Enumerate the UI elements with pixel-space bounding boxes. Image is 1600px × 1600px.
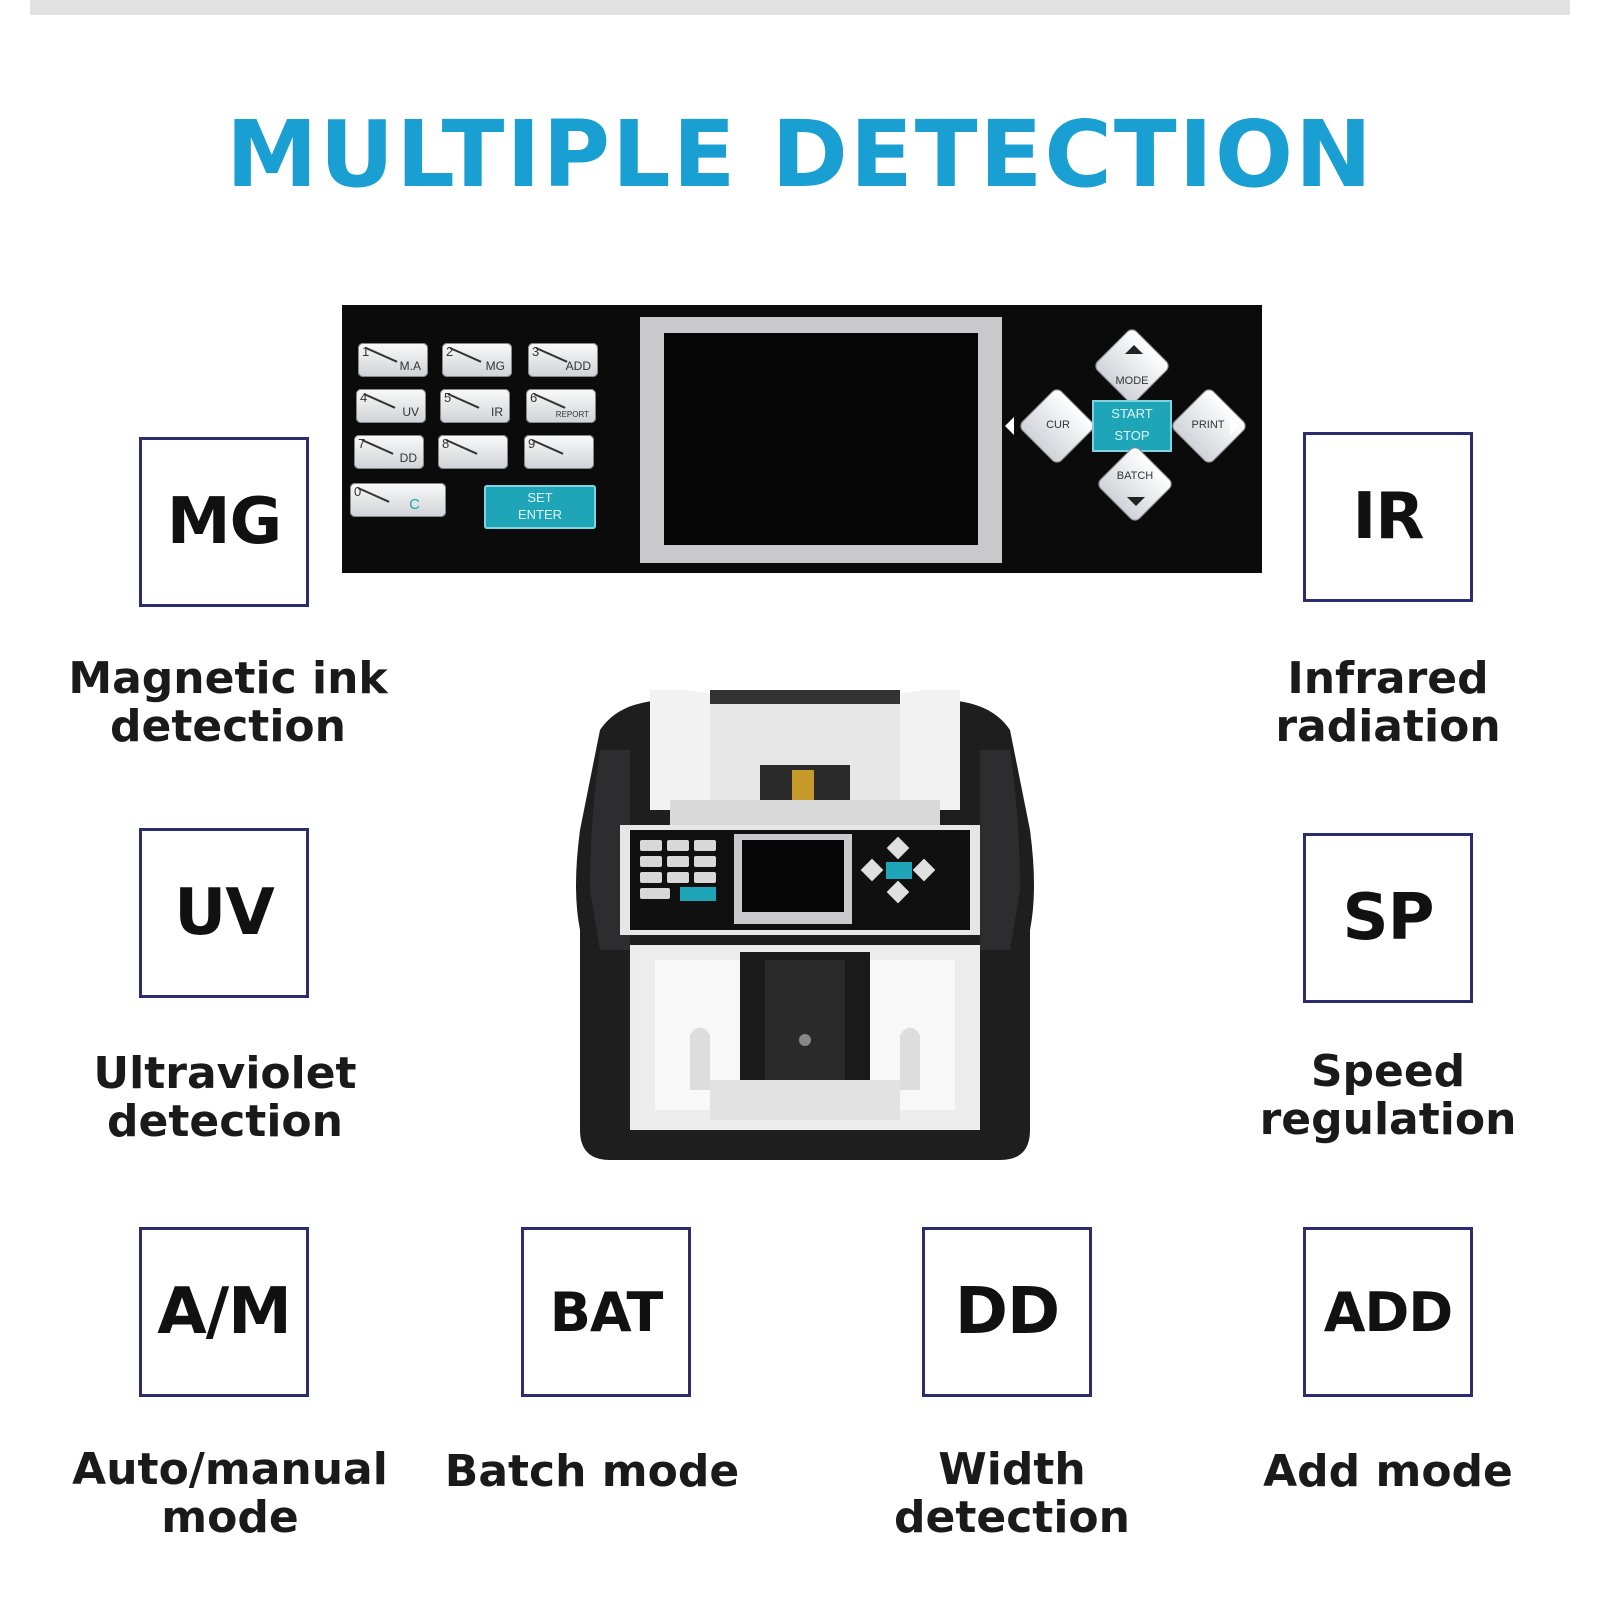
display-frame [640,317,1002,563]
control-panel-closeup: 1 M.A 2 MG 3 ADD 4 UV 5 IR 6 REPORT 7 DD… [342,305,1262,573]
feature-box-bat: BAT [521,1227,691,1397]
feature-label-sp: Speed regulation [1259,1046,1517,1145]
keypad-key-7[interactable]: 7 DD [354,435,424,469]
keypad-key-5[interactable]: 5 IR [440,389,510,423]
page-title: MULTIPLE DETECTION [225,101,1375,208]
feature-box-mg: MG [139,437,309,607]
feature-box-am: A/M [139,1227,309,1397]
keypad-key-4[interactable]: 4 UV [356,389,426,423]
mode-label: MODE [1115,375,1149,387]
feature-label-mg: Magnetic ink detection [68,653,388,752]
lcd-screen [664,333,978,545]
start-stop-button[interactable]: START STOP [1092,400,1172,452]
cur-label: CUR [1046,419,1070,431]
feature-label-ir: Infrared radiation [1275,653,1501,752]
feature-label-bat: Batch mode [444,1446,740,1497]
keypad-key-3[interactable]: 3 ADD [528,343,598,377]
keypad-key-1[interactable]: 1 M.A [358,343,428,377]
down-arrow-icon [1127,497,1145,506]
keypad-key-9[interactable]: 9 [524,435,594,469]
mode-up-button[interactable] [1093,327,1171,405]
money-counter-machine-image [576,690,1034,1160]
up-arrow-icon [1125,345,1143,354]
keypad-key-6[interactable]: 6 REPORT [526,389,596,423]
batch-label: BATCH [1116,470,1154,482]
feature-box-ir: IR [1303,432,1473,602]
keypad-key-2[interactable]: 2 MG [442,343,512,377]
keypad-key-0-clear[interactable]: 0 C [350,483,446,517]
print-label: PRINT [1191,419,1225,431]
feature-label-am: Auto/manual mode [72,1444,388,1543]
feature-box-add: ADD [1303,1227,1473,1397]
feature-label-uv: Ultraviolet detection [93,1048,357,1147]
batch-down-button[interactable] [1096,445,1174,523]
feature-box-sp: SP [1303,833,1473,1003]
feature-label-dd: Width detection [894,1444,1130,1543]
feature-label-add: Add mode [1263,1446,1513,1497]
keypad-key-8[interactable]: 8 [438,435,508,469]
feature-box-uv: UV [139,828,309,998]
right-arrow-icon [1230,417,1239,435]
set-enter-button[interactable]: SET ENTER [484,485,596,529]
top-divider-bar [30,0,1570,15]
feature-box-dd: DD [922,1227,1092,1397]
left-arrow-icon [1005,417,1014,435]
